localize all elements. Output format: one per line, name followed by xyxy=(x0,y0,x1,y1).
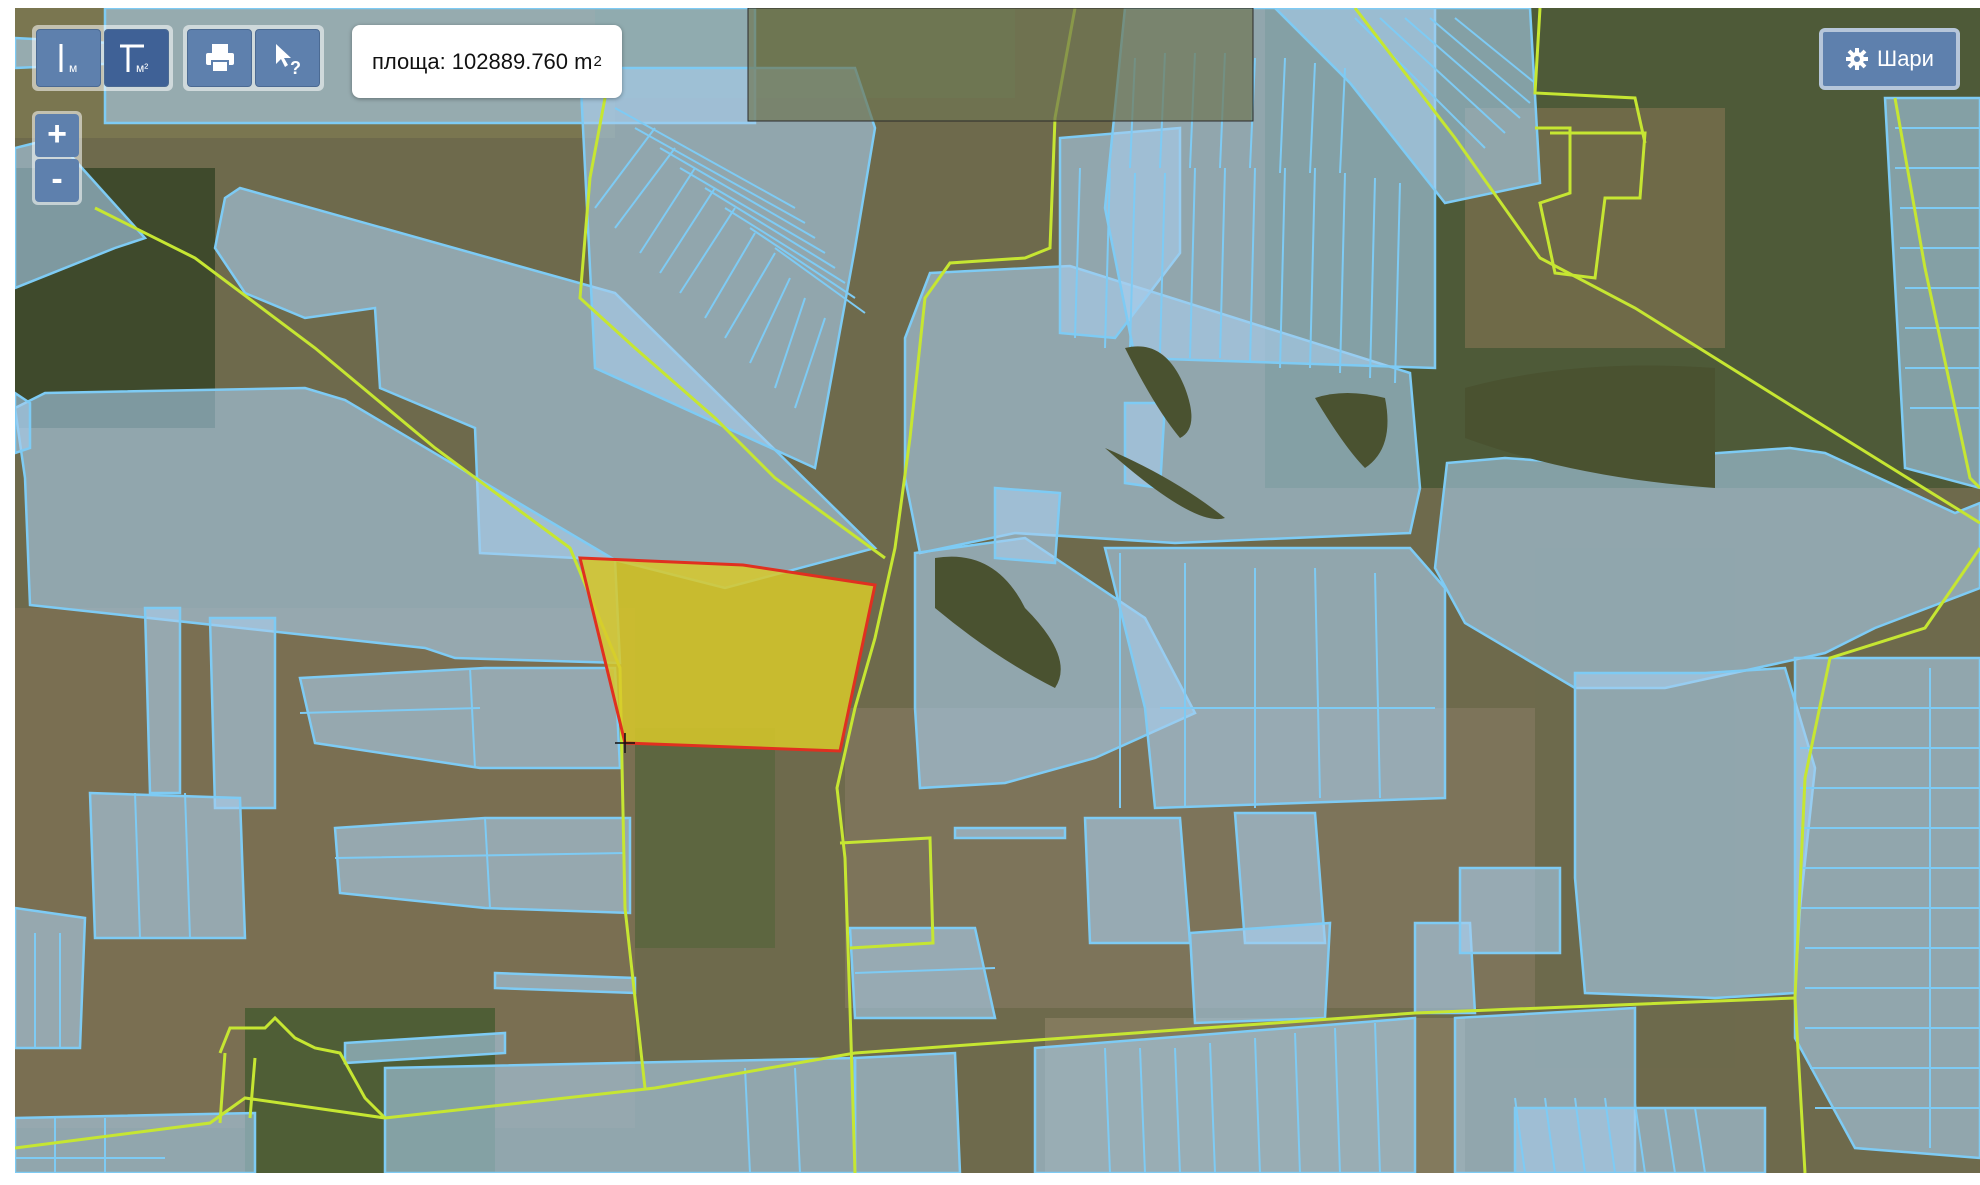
zoom-out-button[interactable]: - xyxy=(35,159,79,202)
forest-patches xyxy=(935,346,1715,688)
svg-text:м: м xyxy=(69,61,77,75)
pointer-question-icon: ? xyxy=(275,44,301,78)
map-canvas[interactable] xyxy=(15,8,1980,1173)
layers-label: Шари xyxy=(1877,46,1934,71)
zoom-control: + - xyxy=(32,111,82,205)
printer-icon xyxy=(205,44,234,73)
measure-area-button[interactable]: м² xyxy=(104,29,169,87)
strip-parcel-lines xyxy=(15,17,1980,1173)
zoom-in-button[interactable]: + xyxy=(35,114,79,157)
ruler-line-icon: м xyxy=(59,44,77,75)
map-viewport[interactable]: м м² ? + - xyxy=(15,8,1980,1173)
svg-text:?: ? xyxy=(290,58,301,78)
svg-text:м²: м² xyxy=(136,61,148,75)
area-measurement-text: площа: 102889.760 m xyxy=(372,48,593,74)
area-unit-power: 2 xyxy=(593,53,602,70)
print-button[interactable] xyxy=(187,29,252,87)
ruler-area-icon: м² xyxy=(119,44,148,75)
measure-toolbar: м м² xyxy=(32,25,173,91)
measure-vertex-marker xyxy=(615,733,635,753)
imagery-tile xyxy=(747,8,1254,122)
identify-button[interactable]: ? xyxy=(255,29,320,87)
selected-parcel[interactable] xyxy=(578,556,877,753)
tools-toolbar: ? xyxy=(183,25,324,91)
gear-icon xyxy=(1846,48,1869,70)
layers-button[interactable]: Шари xyxy=(1819,28,1960,90)
administrative-boundaries xyxy=(15,8,1980,1173)
measure-length-button[interactable]: м xyxy=(36,29,101,87)
